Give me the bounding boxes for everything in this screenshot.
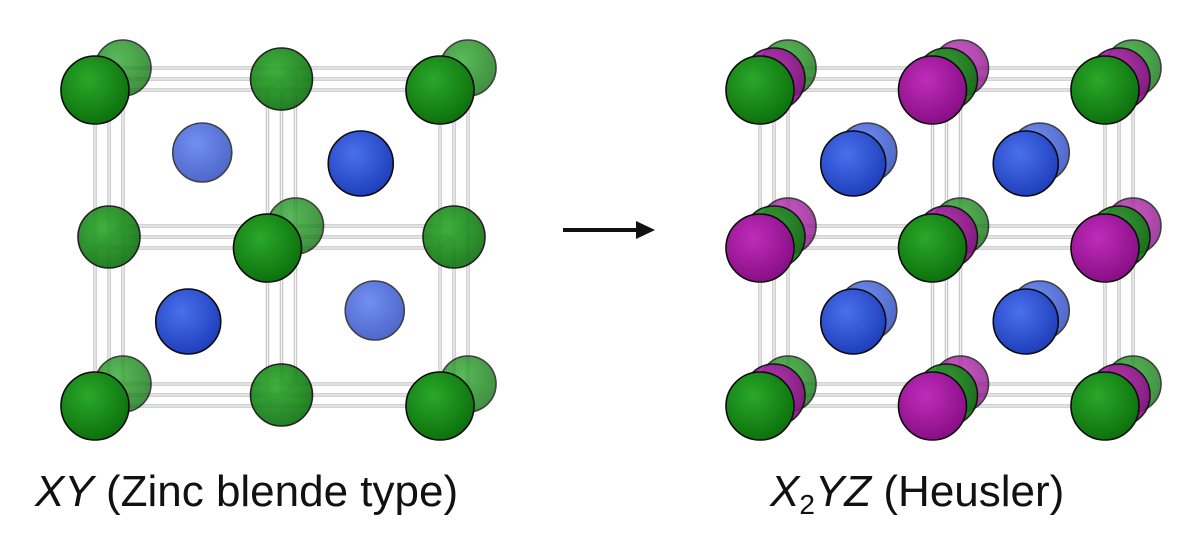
- formula-yz: YZ: [814, 467, 872, 516]
- green-atom: [1070, 55, 1140, 125]
- blue-atom: [992, 130, 1060, 197]
- green-atom: [249, 363, 314, 427]
- blue-atom: [819, 130, 887, 197]
- magenta-atom: [897, 55, 968, 125]
- blue-atom: [819, 288, 887, 355]
- green-atom: [60, 371, 130, 441]
- blue-atom: [992, 288, 1060, 355]
- green-atom: [60, 55, 130, 125]
- structure-name-zinc-blende: (Zinc blende type): [105, 467, 459, 516]
- green-atom: [897, 213, 968, 283]
- zinc-blende-caption: XY (Zinc blende type): [35, 462, 535, 522]
- right-arrow-icon: [563, 221, 655, 239]
- magenta-atom: [1070, 213, 1140, 283]
- zinc-blende-lattice: [60, 39, 497, 441]
- green-atom: [405, 371, 475, 441]
- green-atom: [725, 55, 795, 125]
- crystal-structure-diagram: [60, 39, 1162, 441]
- blue-atom: [154, 288, 222, 355]
- magenta-atom: [897, 371, 968, 441]
- green-atom: [249, 47, 314, 111]
- lattice-atoms: [725, 39, 1162, 441]
- green-atom: [725, 371, 795, 441]
- green-atom: [1070, 371, 1140, 441]
- green-atom: [77, 205, 141, 269]
- green-atom: [422, 205, 486, 269]
- magenta-atom: [725, 213, 795, 283]
- blue-atom: [344, 280, 406, 341]
- formula-subscript: 2: [799, 489, 815, 520]
- heusler-lattice: [725, 39, 1162, 441]
- green-atom: [405, 55, 475, 125]
- blue-atom: [327, 130, 395, 197]
- lattice-atoms: [60, 39, 497, 441]
- structure-name-heusler: (Heusler): [883, 467, 1065, 516]
- green-atom: [232, 213, 303, 283]
- formula-xy: XY: [35, 467, 94, 516]
- blue-atom: [171, 122, 233, 183]
- heusler-caption: X2YZ (Heusler): [770, 462, 1170, 522]
- formula-x: X: [770, 467, 800, 516]
